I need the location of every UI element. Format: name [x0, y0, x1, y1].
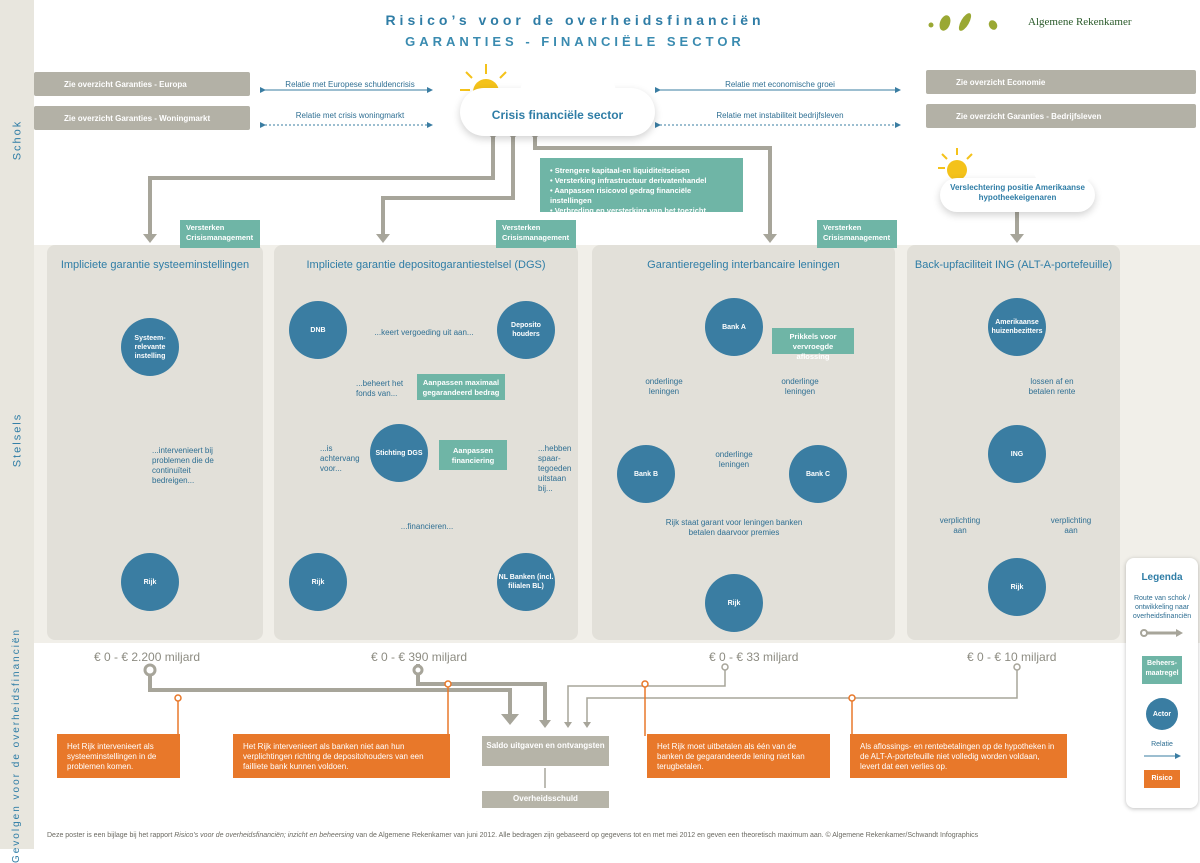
hypotheek-cloud-puff — [1032, 146, 1094, 186]
measure-item: • Strengere kapitaal-en liquiditeitseise… — [550, 166, 690, 175]
relation-groei: Relatie met economische groei — [725, 80, 835, 89]
panel-title: Impliciete garantie depositogarantiestel… — [306, 259, 546, 271]
page-title: Risico’s voor de overheidsfinanciën — [385, 12, 765, 28]
legend: Legenda Route van schok / ontwikkeling n… — [1126, 558, 1198, 808]
note-aanpassen-financiering: Aanpassen financiering — [439, 440, 507, 470]
note-prikkels: Prikkels voor vervroegde aflossing — [772, 328, 854, 361]
actor-rijk: Rijk — [705, 574, 763, 632]
footer-suffix: van de Algemene Rekenkamer van juni 2012… — [353, 832, 979, 839]
legend-risico: Risico — [1144, 770, 1180, 788]
amount-ing: € 0 - € 10 miljard — [967, 650, 1057, 664]
actor-rijk: Rijk — [121, 553, 179, 611]
risk-interbancaire: Het Rijk moet uitbetalen als één van de … — [647, 734, 830, 778]
actor-bank-a: Bank A — [705, 298, 763, 356]
footer-report: Risico’s voor de overheidsfinanciën; inz… — [174, 832, 354, 839]
actor-dnb: DNB — [289, 301, 347, 359]
legend-relatie: Relatie — [1151, 741, 1173, 748]
left-band — [0, 0, 34, 849]
legend-route-icon — [1140, 629, 1183, 637]
legend-actor: Actor — [1146, 698, 1178, 730]
actor-rijk: Rijk — [988, 558, 1046, 616]
relation-onderlinge-leningen: onderlinge leningen — [715, 450, 753, 469]
relation-financieren: ...financieren... — [400, 522, 454, 531]
relation-bedrijfsleven: Relatie met instabiliteit bedrijfsleven — [716, 111, 844, 120]
relation-achtervang: ...is achtervang voor... — [320, 444, 360, 473]
legend-title: Legenda — [1141, 572, 1183, 583]
relation-verplichting: verplichting aan — [939, 516, 981, 535]
relation-intervenieert: ...intervenieert bij problemen die de co… — [152, 446, 214, 485]
ribbon-crisismanagement: Versterken Crisismanagement — [180, 220, 260, 248]
relation-onderlinge-leningen: onderlinge leningen — [645, 377, 683, 396]
overheidsschuld-box: Overheidsschuld — [482, 791, 609, 808]
actor-bank-b: Bank B — [617, 445, 675, 503]
relation-spaartegoeden: ...hebben spaar-tegoeden uitstaan bij... — [538, 444, 572, 493]
amount-systeeminstellingen: € 0 - € 2.200 miljard — [94, 650, 201, 664]
actor-bank-c: Bank C — [789, 445, 847, 503]
panel-title: Impliciete garantie systeeminstellingen — [60, 259, 250, 271]
crisis-label: Crisis financiële sector — [491, 108, 624, 122]
actor-systeemrelevante-instelling: Systeem-relevante instelling — [121, 318, 179, 376]
actor-depositohouders: Deposito houders — [497, 301, 555, 359]
panel-title: Garantieregeling interbancaire leningen — [647, 259, 840, 271]
sun-icon-small — [936, 146, 978, 188]
actor-stichting-dgs: Stichting DGS — [370, 424, 428, 482]
actor-rijk: Rijk — [289, 553, 347, 611]
relation-keert-uit: ...keert vergoeding uit aan... — [374, 328, 474, 337]
crisis-measures-note: • Strengere kapitaal-en liquiditeitseise… — [540, 158, 743, 215]
logo-mark-icon — [928, 13, 998, 31]
risk-dgs: Het Rijk intervenieert als banken niet a… — [233, 734, 450, 778]
relation-onderlinge-leningen: onderlinge leningen — [781, 377, 819, 396]
crisis-cloud-puff — [520, 64, 616, 124]
relation-woningmarkt: Relatie met crisis woningmarkt — [295, 111, 405, 120]
link-garanties-woningmarkt[interactable]: Zie overzicht Garanties - Woningmarkt — [34, 106, 250, 130]
footer-prefix: Deze poster is een bijlage bij het rappo… — [47, 832, 175, 839]
ribbon-crisismanagement: Versterken Crisismanagement — [817, 220, 897, 248]
link-economie[interactable]: Zie overzicht Economie — [926, 70, 1196, 94]
link-garanties-europa[interactable]: Zie overzicht Garanties - Europa — [34, 72, 250, 96]
legend-maatregel: Beheers-maatregel — [1142, 656, 1182, 684]
panel-title: Back-upfaciliteit ING (ALT-A-portefeuill… — [914, 259, 1113, 271]
link-garanties-bedrijfsleven[interactable]: Zie overzicht Garanties - Bedrijfsleven — [926, 104, 1196, 128]
page-subtitle: GARANTIES - FINANCIËLE SECTOR — [405, 34, 745, 49]
actor-nl-banken: NL Banken (incl. filialen BL) — [497, 553, 555, 611]
actor-ing: ING — [988, 425, 1046, 483]
logo — [925, 12, 1005, 38]
relation-beheert: ...beheert het fonds van... — [356, 379, 404, 398]
legend-route: Route van schok / ontwikkeling naar over… — [1132, 595, 1192, 620]
ribbon-crisismanagement: Versterken Crisismanagement — [496, 220, 576, 248]
legend-relatie-icon — [1144, 753, 1181, 759]
measure-item: • Verbreding en versterking van het toez… — [550, 206, 707, 215]
amount-dgs: € 0 - € 390 miljard — [371, 650, 468, 664]
saldo-box: Saldo uitgaven en ontvangsten — [482, 736, 609, 766]
hypotheek-label: Verslechtering positie Amerikaanse hypot… — [950, 183, 1085, 202]
logo-text: Algemene Rekenkamer — [1028, 16, 1132, 28]
risk-ing: Als aflossings- en rentebetalingen op de… — [850, 734, 1067, 778]
measure-item: • Versterking infrastructuur derivatenha… — [550, 176, 707, 185]
relation-schuldencrisis: Relatie met Europese schuldencrisis — [285, 80, 415, 89]
relation-lossen-af: lossen af en betalen rente — [1028, 377, 1076, 396]
relation-verplichting: verplichting aan — [1050, 516, 1092, 535]
risk-systeeminstellingen: Het Rijk intervenieert als systeeminstel… — [57, 734, 180, 778]
footer: Deze poster is een bijlage bij het rappo… — [47, 832, 1197, 839]
relation-rijk-garant: Rijk staat garant voor leningen banken b… — [665, 518, 803, 537]
actor-huizenbezitters: Amerikaanse huizenbezitters — [988, 298, 1046, 356]
measure-item: • Aanpassen risicovol gedrag financiële … — [550, 186, 692, 205]
amount-interbancaire: € 0 - € 33 miljard — [709, 650, 799, 664]
note-maximaal-bedrag: Aanpassen maximaal gegarandeerd bedrag — [417, 374, 505, 400]
